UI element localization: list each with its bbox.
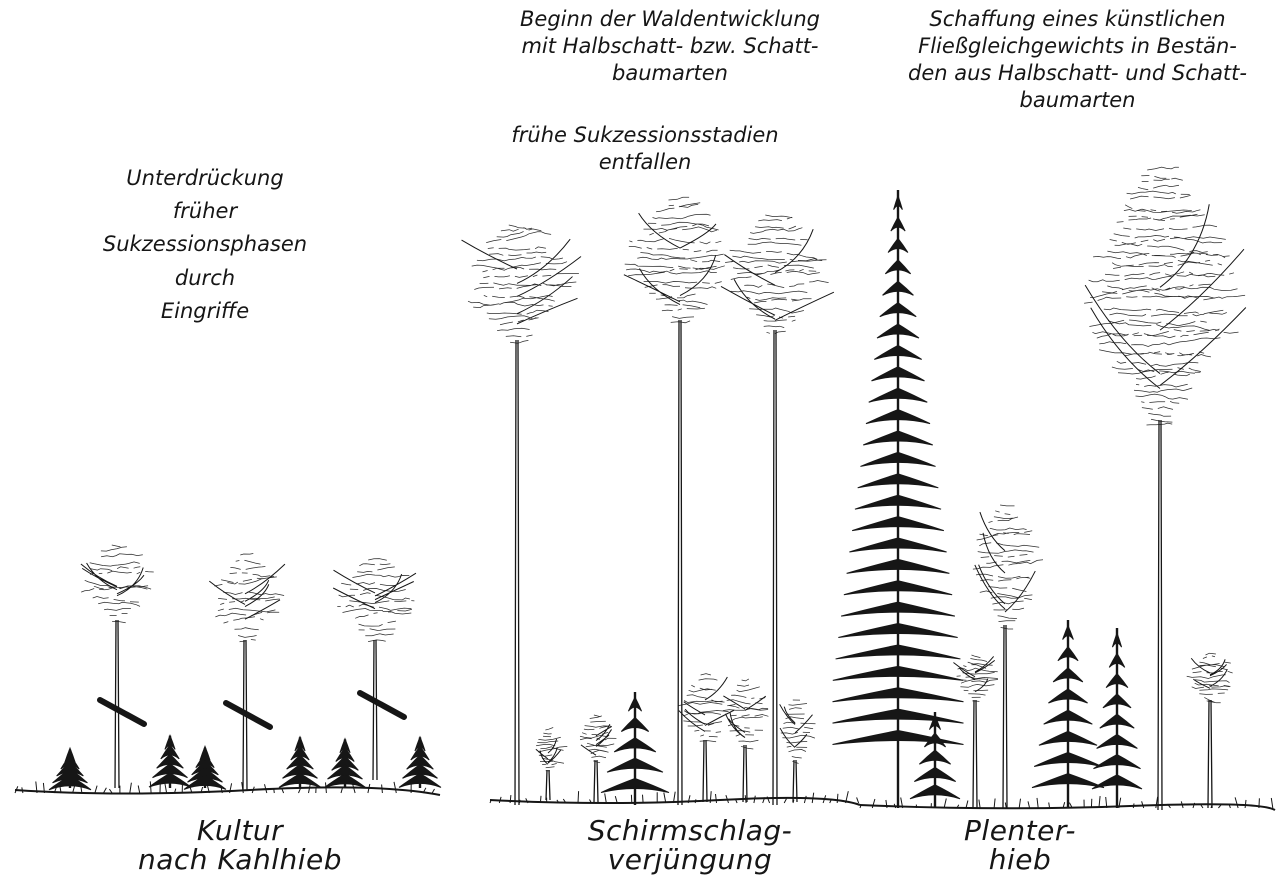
caption-right-line: hieb — [920, 845, 1120, 874]
young-birch-tree — [209, 554, 285, 791]
annotation-right-top-line: Fließgleichgewichts in Bestän- — [870, 33, 1285, 60]
removal-cross-mark — [360, 693, 404, 717]
understory-tree — [780, 700, 816, 802]
annotation-left-line: durch — [60, 262, 350, 295]
small-broadleaf-tree — [1187, 653, 1233, 808]
caption-left: Kultur nach Kahlhieb — [100, 816, 380, 875]
annotation-left-line: früher — [60, 195, 350, 228]
annotation-right-top-line: baumarten — [870, 87, 1285, 114]
annotation-right-top-line: Schaffung eines künstlichen — [870, 6, 1285, 33]
annotation-middle-second-line: entfallen — [465, 149, 825, 176]
tall-spruce-tree — [833, 190, 964, 808]
annotation-left-line: Unterdrückung — [60, 162, 350, 195]
caption-right: Plenter- hieb — [920, 816, 1120, 875]
small-broadleaf-tree — [953, 655, 998, 808]
tall-birch-tree — [462, 225, 581, 805]
caption-middle: Schirmschlag- verjüngung — [560, 816, 820, 875]
young-spruce-tree — [1092, 628, 1142, 808]
annotation-left-line: Sukzessionsphasen — [60, 228, 350, 261]
young-birch-tree — [81, 545, 154, 788]
tall-broadleaf-tree — [1084, 167, 1246, 810]
understory-tree — [536, 728, 567, 801]
caption-left-line: nach Kahlhieb — [100, 845, 380, 874]
mid-broadleaf-tree — [973, 505, 1043, 808]
annotation-middle-top-line: baumarten — [470, 60, 870, 87]
spruce-seedling — [399, 737, 441, 788]
caption-right-line: Plenter- — [920, 816, 1120, 845]
ground-left — [15, 787, 440, 795]
understory-tree — [723, 679, 768, 802]
young-spruce-tree — [910, 712, 960, 808]
annotation-left: Unterdrückung früher Sukzessionsphasen d… — [60, 162, 350, 328]
annotation-right-top: Schaffung eines künstlichen Fließgleichg… — [870, 6, 1285, 114]
caption-left-line: Kultur — [100, 816, 380, 845]
understory-tree — [678, 674, 735, 802]
caption-middle-line: Schirmschlag- — [560, 816, 820, 845]
annotation-left-line: Eingriffe — [60, 295, 350, 328]
spruce-seedling — [279, 737, 321, 788]
spruce-seedling — [49, 748, 91, 790]
removal-cross-mark — [100, 700, 144, 724]
annotation-middle-second: frühe Sukzessionsstadien entfallen — [465, 122, 825, 176]
spruce-seedling — [184, 746, 226, 789]
annotation-middle-second-line: frühe Sukzessionsstadien — [465, 122, 825, 149]
tall-birch-tree — [721, 215, 834, 805]
annotation-middle-top-line: mit Halbschatt- bzw. Schatt- — [470, 33, 870, 60]
annotation-middle-top: Beginn der Waldentwicklung mit Halbschat… — [470, 6, 870, 87]
spruce-seedling — [149, 735, 191, 788]
spruce-seedling — [324, 739, 366, 788]
young-spruce-tree — [601, 692, 669, 805]
annotation-middle-top-line: Beginn der Waldentwicklung — [470, 6, 870, 33]
young-spruce-tree — [1032, 620, 1104, 808]
annotation-right-top-line: den aus Halbschatt- und Schatt- — [870, 60, 1285, 87]
caption-middle-line: verjüngung — [560, 845, 820, 874]
removal-cross-mark — [226, 703, 270, 727]
